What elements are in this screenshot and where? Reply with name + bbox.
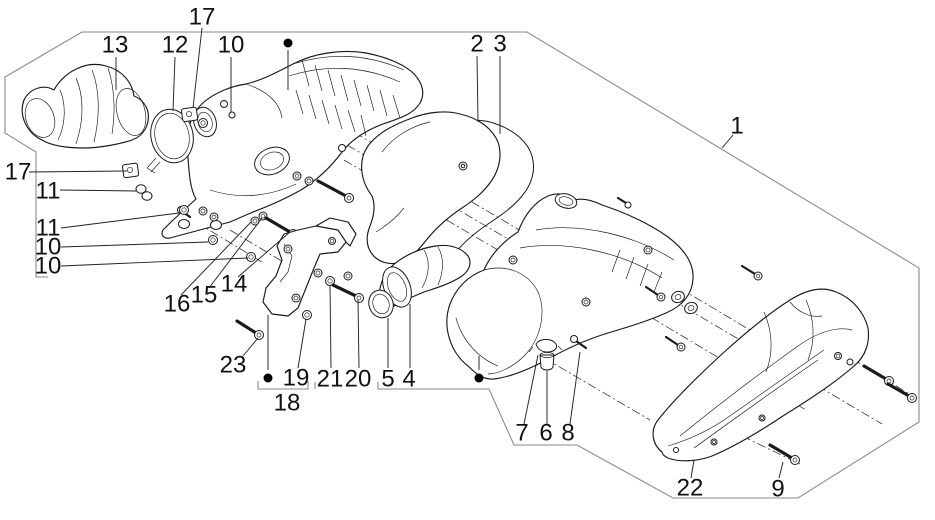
- group-18-bracket: [257, 381, 309, 390]
- breather-plug-6: [539, 352, 555, 371]
- part-label-17-left: 17: [5, 159, 32, 186]
- part-label-9: 9: [771, 476, 784, 503]
- screw: [740, 264, 763, 281]
- bullet-mid-marker: [474, 373, 484, 383]
- part-label-10-a: 10: [35, 234, 62, 261]
- part-label-1: 1: [730, 113, 743, 140]
- part-label-7: 7: [515, 420, 528, 447]
- screw: [664, 335, 686, 352]
- part-label-13: 13: [102, 32, 129, 59]
- nut-10-a: [208, 235, 218, 245]
- part-label-11-a: 11: [36, 178, 61, 205]
- part-label-3: 3: [493, 31, 506, 58]
- intake-hose-13: [21, 63, 149, 149]
- screw: [862, 364, 894, 386]
- part-label-6: 6: [539, 420, 552, 447]
- hose-clamp-12: [146, 108, 194, 174]
- bullets-layer: [263, 38, 484, 383]
- bolt-20: [331, 283, 364, 303]
- spacer-11-a: [135, 184, 153, 201]
- rib-pattern: [611, 249, 663, 293]
- bolt-upper: [316, 179, 354, 203]
- support-bracket-18: [262, 217, 357, 317]
- clip-17-top: [180, 106, 199, 123]
- part-label-18: 18: [274, 390, 301, 417]
- leader-lines: [28, 27, 784, 479]
- part-label-17-top: 17: [189, 4, 216, 31]
- part-label-20: 20: [345, 366, 372, 393]
- screw: [886, 382, 917, 403]
- diagram-frame: [4, 31, 920, 499]
- bullet-18-marker: [263, 373, 273, 383]
- part-label-19: 19: [283, 365, 310, 392]
- ring-5: [368, 289, 394, 319]
- grommet: [684, 301, 698, 315]
- cover-screws: [768, 364, 917, 465]
- screw-8: [570, 335, 588, 350]
- clip-17-left: [121, 162, 140, 179]
- part-label-22: 22: [677, 475, 704, 502]
- bullet-top-marker: [283, 38, 293, 48]
- part-label-12: 12: [162, 32, 189, 59]
- part-label-10-top: 10: [218, 32, 245, 59]
- part-label-16: 16: [164, 291, 191, 318]
- right-hardware: [644, 264, 763, 352]
- part-label-14: 14: [221, 271, 248, 298]
- part-label-15: 15: [191, 282, 218, 309]
- screw-9: [768, 443, 800, 465]
- nut-10-b: [246, 252, 256, 262]
- air-filter-element-2: [361, 111, 501, 265]
- grommet: [671, 290, 685, 304]
- washer-21: [325, 276, 335, 286]
- part-label-2: 2: [470, 31, 483, 58]
- part-label-8: 8: [561, 420, 574, 447]
- side-cover-22: [652, 288, 870, 462]
- part-label-5: 5: [381, 366, 394, 393]
- air-box-outer-half: [446, 193, 694, 380]
- part-label-21: 21: [317, 366, 344, 393]
- breather-clamp-7: [528, 339, 563, 353]
- part-label-4: 4: [402, 366, 415, 393]
- part-label-23: 23: [220, 352, 247, 379]
- washer-19: [302, 310, 312, 320]
- part-label-10-b: 10: [35, 253, 62, 280]
- fastener-cluster: [179, 171, 364, 340]
- screw: [644, 285, 666, 302]
- part-label-11-b: 11: [36, 215, 61, 242]
- screw-23: [235, 319, 264, 340]
- nut-10-top: [198, 118, 208, 128]
- rib-pattern: [295, 59, 401, 137]
